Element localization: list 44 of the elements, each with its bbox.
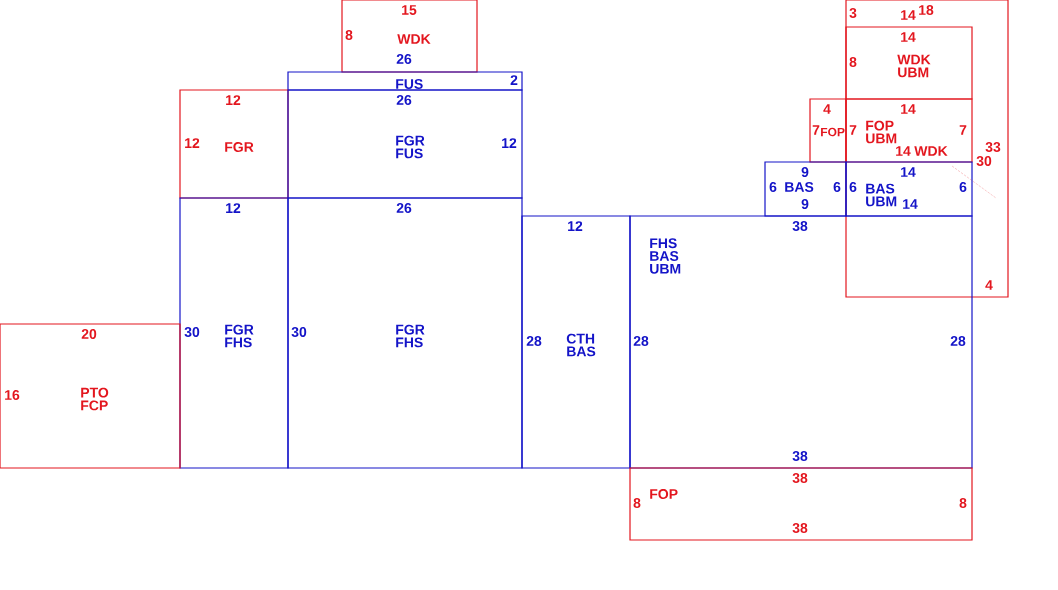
- dimension-number: 26: [396, 203, 412, 213]
- dimension-number: 26: [396, 54, 412, 64]
- dimension-number: 28: [633, 336, 649, 346]
- dimension-number: 14: [901, 104, 916, 114]
- dimension-number: 28: [950, 336, 966, 346]
- dimension-number: 38: [792, 523, 808, 533]
- dimension-number: 30: [976, 156, 992, 166]
- dimension-number: 30: [291, 327, 307, 337]
- dimension-number: 7: [849, 125, 857, 135]
- dimension-number: 28: [526, 336, 542, 346]
- dimension-number: 8: [849, 57, 857, 67]
- dimension-number: 14: [903, 199, 918, 209]
- dimension-number: 15: [402, 5, 417, 15]
- dimension-number: 14: [896, 146, 911, 156]
- dimension-number: 8: [959, 498, 967, 508]
- dimension-number: 14: [901, 32, 916, 42]
- dimension-number: 12: [502, 138, 517, 148]
- dimension-number: 6: [769, 182, 777, 192]
- dimension-number: 14: [901, 167, 916, 177]
- dimension-number: 38: [792, 221, 808, 231]
- dimension-number: 38: [792, 473, 808, 483]
- room-box: [845, 0, 1009, 298]
- dimension-number: 26: [396, 95, 412, 105]
- dimension-number: 16: [5, 390, 20, 400]
- dimension-number: 4: [823, 104, 831, 114]
- dimension-number: 6: [849, 182, 857, 192]
- dimension-number: 12: [185, 138, 200, 148]
- dimension-number: 12: [226, 95, 241, 105]
- dimension-number: 4: [985, 280, 993, 290]
- dimension-number: 7: [959, 125, 967, 135]
- dimension-number: 20: [81, 329, 97, 339]
- dimension-number: 7: [812, 125, 820, 135]
- dimension-number: 8: [345, 30, 353, 40]
- dimension-number: 9: [801, 199, 809, 209]
- dimension-number: 12: [568, 221, 583, 231]
- dimension-number: 9: [801, 167, 809, 177]
- dimension-number: 38: [792, 451, 808, 461]
- dimension-number: 6: [833, 182, 841, 192]
- dimension-number: 30: [184, 327, 200, 337]
- dimension-number: 8: [633, 498, 641, 508]
- dimension-number: 12: [226, 203, 241, 213]
- dimension-number: 2: [510, 75, 518, 85]
- dimension-number: 33: [985, 142, 1001, 152]
- dimension-number: 6: [959, 182, 967, 192]
